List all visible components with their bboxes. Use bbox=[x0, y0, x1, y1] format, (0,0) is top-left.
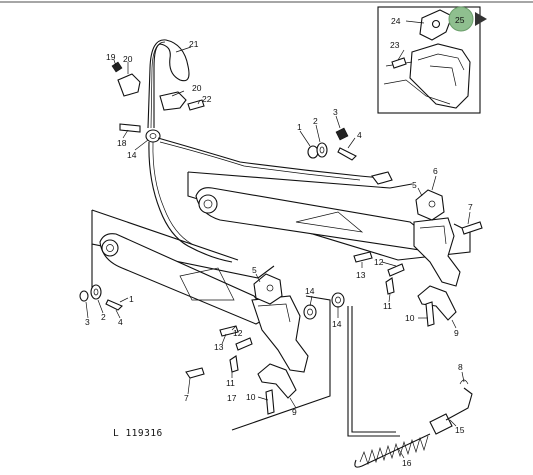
lower-loose-parts bbox=[185, 292, 345, 415]
callout-3-lower: 3 bbox=[85, 317, 90, 327]
callout-19: 19 bbox=[106, 52, 116, 62]
callout-12-upper: 12 bbox=[374, 257, 384, 267]
callout-16: 16 bbox=[402, 458, 412, 468]
callout-9-upper: 9 bbox=[454, 328, 459, 338]
inset-detail bbox=[377, 6, 481, 114]
callout-9-lower: 9 bbox=[292, 407, 297, 417]
callout-11-upper: 11 bbox=[383, 301, 392, 311]
lower-pin-group bbox=[79, 284, 123, 311]
callout-23: 23 bbox=[390, 40, 400, 50]
upper-lift-arm bbox=[187, 171, 483, 287]
callout-11-lower: 11 bbox=[226, 378, 235, 388]
callout-14-upper: 14 bbox=[127, 150, 137, 160]
spring-rod bbox=[347, 306, 473, 468]
callout-2-upper: 2 bbox=[313, 116, 318, 126]
callout-labels: 24 23 21 19 20 20 22 18 14 1 2 3 4 6 5 7… bbox=[85, 16, 473, 468]
callout-5-lower: 5 bbox=[252, 265, 257, 275]
callout-14-right: 14 bbox=[332, 319, 342, 329]
callout-1-lower: 1 bbox=[129, 294, 134, 304]
lower-lift-arm bbox=[91, 209, 331, 431]
callout-24: 24 bbox=[391, 16, 401, 26]
callout-20-upper: 20 bbox=[123, 54, 133, 64]
callout-15: 15 bbox=[455, 425, 465, 435]
callout-18: 18 bbox=[117, 138, 127, 148]
callout-17: 17 bbox=[227, 393, 237, 403]
callout-3-upper: 3 bbox=[333, 107, 338, 117]
callout-7-upper: 7 bbox=[468, 202, 473, 212]
callout-6: 6 bbox=[433, 166, 438, 176]
inset-badge-label: 25 bbox=[455, 15, 465, 25]
callout-4-upper: 4 bbox=[357, 130, 362, 140]
callout-14-mid: 14 bbox=[305, 286, 315, 296]
callout-12-lower: 12 bbox=[233, 328, 243, 338]
callout-21: 21 bbox=[189, 39, 199, 49]
callout-1-upper: 1 bbox=[297, 122, 302, 132]
figure-reference: L 119316 bbox=[113, 428, 163, 439]
callout-20-lower: 20 bbox=[192, 83, 202, 93]
cable-upper bbox=[111, 39, 393, 263]
upper-loose-parts bbox=[353, 251, 457, 327]
callout-2-lower: 2 bbox=[101, 312, 106, 322]
callout-10-upper: 10 bbox=[405, 313, 415, 323]
callout-13-lower: 13 bbox=[214, 342, 224, 352]
callout-5-upper: 5 bbox=[412, 180, 417, 190]
callout-10-lower: 10 bbox=[246, 392, 256, 402]
callout-22: 22 bbox=[202, 94, 212, 104]
callout-4-lower: 4 bbox=[118, 317, 123, 327]
upper-pin-group bbox=[307, 127, 357, 161]
callout-13-upper: 13 bbox=[356, 270, 366, 280]
inset-badge[interactable]: 25 bbox=[448, 6, 487, 32]
callout-7-lower: 7 bbox=[184, 393, 189, 403]
callout-8: 8 bbox=[458, 362, 463, 372]
